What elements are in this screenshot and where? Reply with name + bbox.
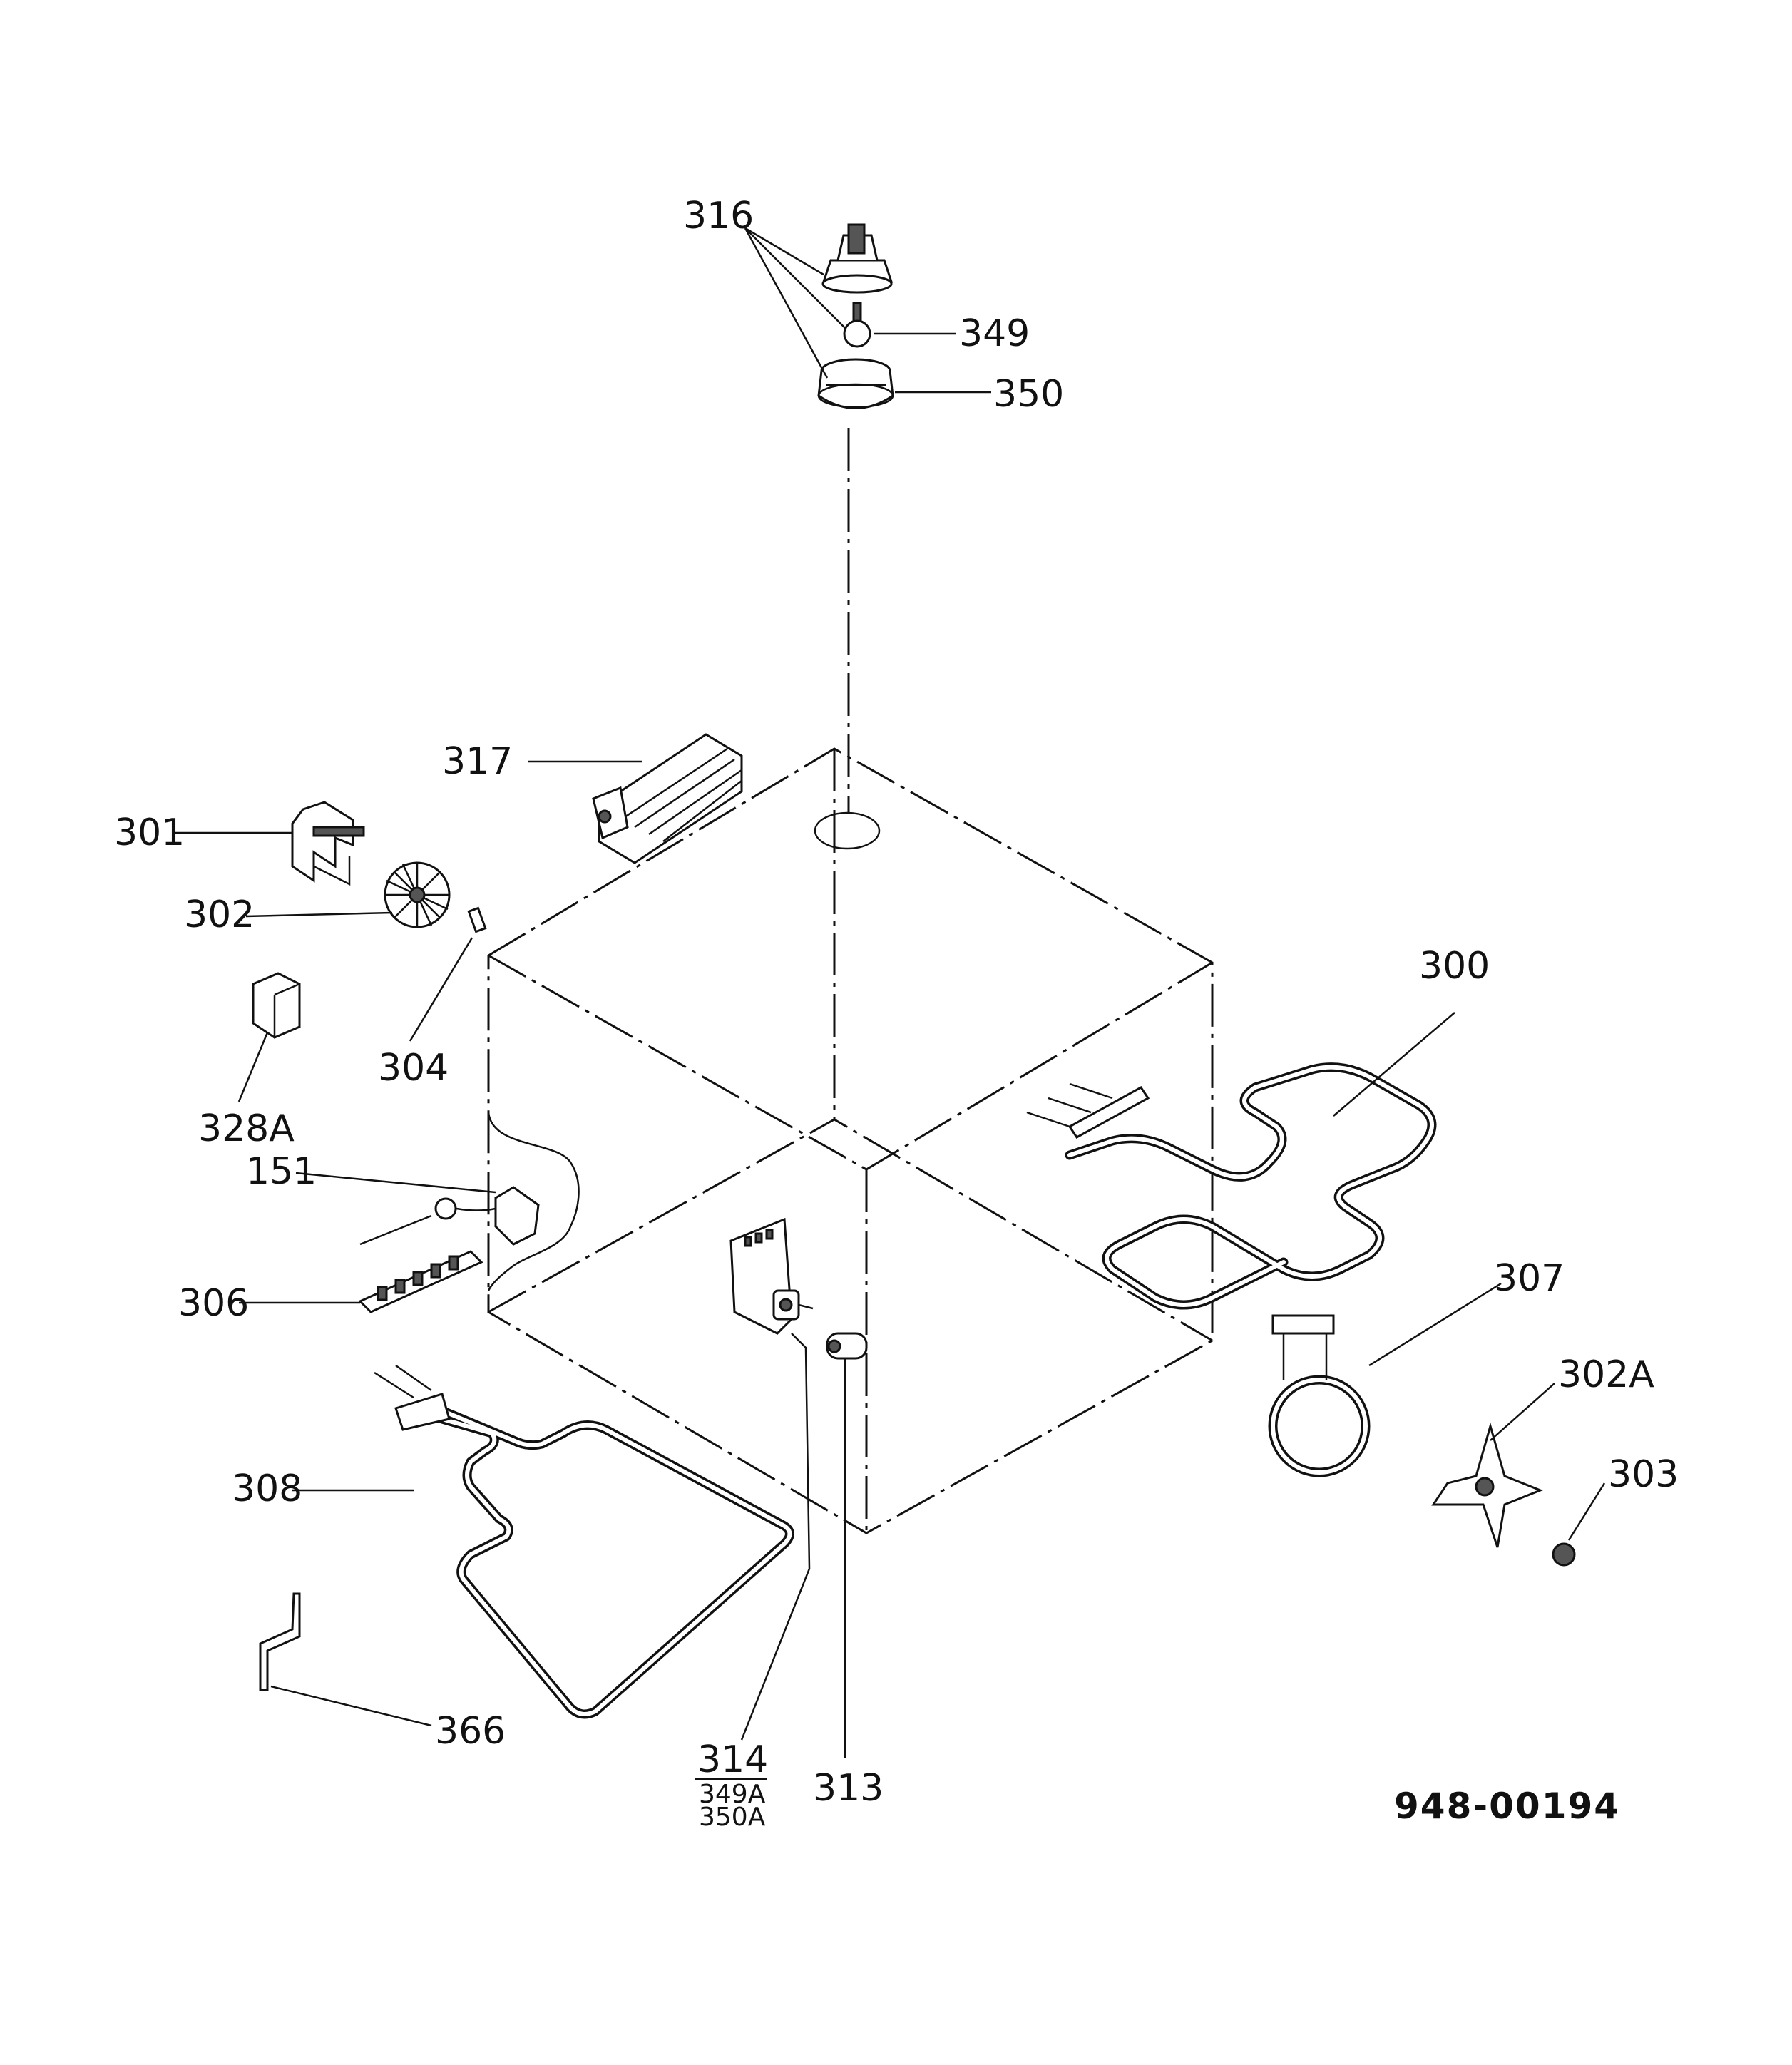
label-328A: 328A [198, 1107, 295, 1150]
label-366: 366 [435, 1710, 506, 1753]
label-306: 306 [178, 1282, 249, 1325]
label-349A: 349A [699, 1780, 766, 1809]
spring-349 [843, 302, 871, 348]
label-350: 350 [993, 373, 1064, 416]
top-opening [814, 811, 881, 850]
label-302: 302 [184, 893, 255, 936]
fan-blade-302A [1431, 1383, 1555, 1548]
lower-element-308 [292, 1364, 794, 1719]
fan-motor-301 [175, 801, 365, 886]
cooling-fan-317 [528, 733, 743, 864]
circular-element-307 [1268, 1282, 1502, 1477]
terminal-block-306 [239, 1250, 483, 1313]
knob-316 [821, 223, 894, 294]
pin-304 [409, 906, 487, 1042]
label-304: 304 [378, 1047, 449, 1090]
knob-leaders [744, 227, 991, 394]
label-313: 313 [813, 1767, 884, 1810]
label-308: 308 [232, 1467, 302, 1510]
label-151: 151 [246, 1150, 317, 1193]
label-317: 317 [442, 740, 513, 783]
fan-wheel-302 [245, 861, 451, 928]
label-350A: 350A [699, 1803, 766, 1832]
switch-328A [237, 972, 301, 1102]
thermostat-151 [295, 1172, 540, 1246]
lamp-313 [826, 1332, 868, 1758]
bracket-366 [259, 1592, 432, 1727]
part-labels: 316 349 350 317 301 302 304 328A 151 306… [114, 195, 1679, 1832]
nut-303 [1552, 1482, 1606, 1567]
label-302A: 302A [1558, 1353, 1654, 1396]
bezel-350 [817, 358, 894, 409]
label-307: 307 [1494, 1257, 1565, 1300]
label-316: 316 [683, 195, 754, 237]
document-number: 948-00194 [1394, 1785, 1620, 1827]
label-301: 301 [114, 811, 185, 854]
grill-element-300 [1026, 1012, 1455, 1310]
control-switch-314 [729, 1217, 814, 1741]
oven-cavity-box [487, 428, 1214, 1534]
label-303: 303 [1608, 1453, 1679, 1496]
label-300: 300 [1419, 945, 1490, 988]
label-314: 314 [697, 1738, 768, 1781]
label-349: 349 [959, 312, 1030, 355]
